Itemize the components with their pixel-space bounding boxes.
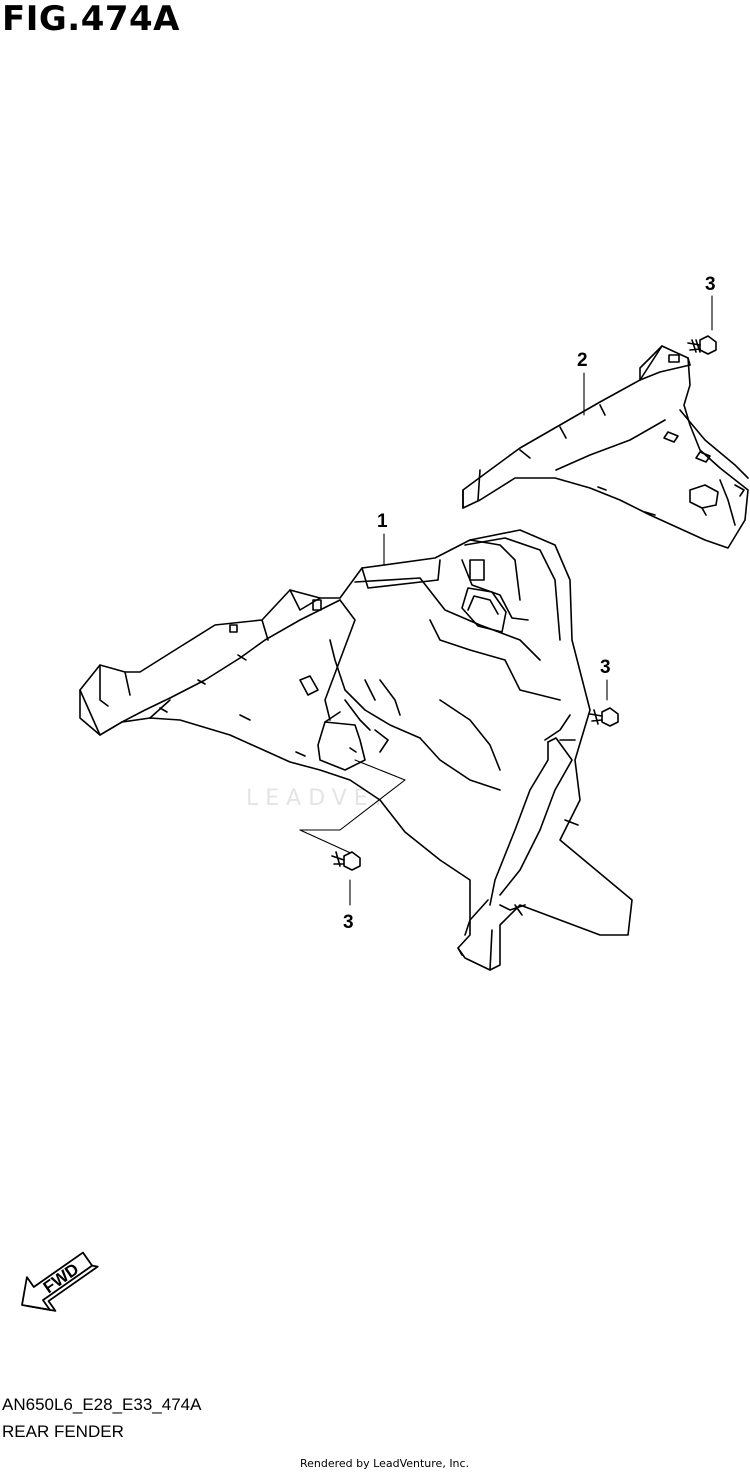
screw-bottom xyxy=(331,851,361,871)
figure-title: FIG.474A xyxy=(2,0,180,39)
render-credit: Rendered by LeadVenture, Inc. xyxy=(300,1457,470,1470)
rear-fender-body xyxy=(79,529,633,971)
callout-part-2: 2 xyxy=(577,350,588,371)
callout-part-3-top: 3 xyxy=(705,274,716,295)
screw-right xyxy=(589,707,619,727)
callout-part-3-right: 3 xyxy=(600,657,611,678)
screw-top xyxy=(687,335,717,355)
figure-name: REAR FENDER xyxy=(2,1422,124,1441)
fwd-arrow-icon: FWD xyxy=(21,1251,99,1312)
callout-part-1: 1 xyxy=(377,511,388,532)
rear-cover-panel xyxy=(462,345,749,549)
leader-lines xyxy=(299,295,713,906)
figure-code: AN650L6_E28_E33_474A xyxy=(2,1395,202,1414)
callout-part-3-bottom: 3 xyxy=(343,912,354,933)
